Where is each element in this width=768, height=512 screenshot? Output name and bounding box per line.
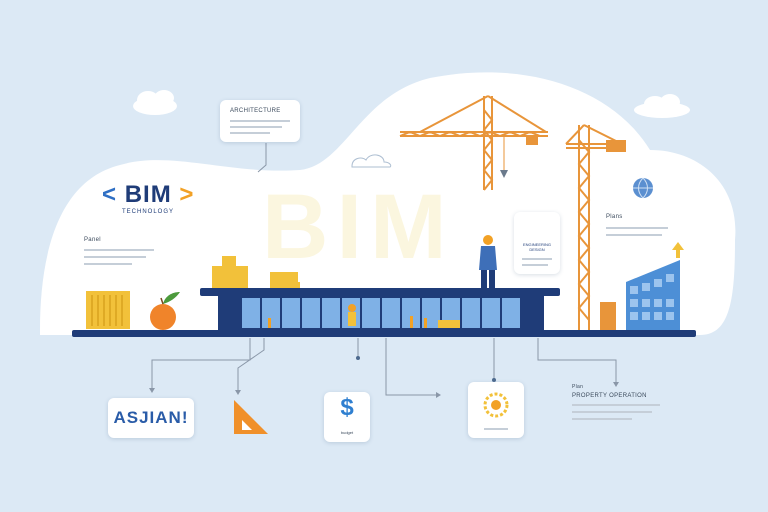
bottom-right-subtitle: PROPERTY OPERATION [572,393,647,399]
connector-lines [151,143,617,396]
architecture-callout-card: ARCHITECTURE [220,100,300,142]
engineering-design-title: ENGINEERING DESIGN [522,242,551,252]
placeholder-line [606,234,662,236]
placeholder-line [84,256,146,258]
placeholder-line [572,411,652,413]
cloud-icon [634,94,690,118]
stacked-boxes-icon [212,256,300,290]
crane-counterweight [526,136,538,145]
gear-network-icon [483,392,509,418]
connector-dots [356,356,496,382]
placeholder-line [572,404,660,406]
hook-icon [500,170,508,178]
placeholder-line [84,263,132,265]
placeholder-line [230,126,282,128]
triangle-ruler-cutout [242,420,252,430]
dollar-icon: $ [340,394,354,421]
logo-close-bracket: > [179,181,195,208]
asjian-card: ASJIAN! [108,398,194,438]
cloud-icon [133,90,177,115]
engineering-design-card: ENGINEERING DESIGN [514,212,560,274]
bim-watermark: BIM [262,176,455,278]
placeholder-line [572,418,632,420]
placeholder-line [230,120,290,122]
cloud-icon [351,154,392,168]
crane-icon [565,124,626,330]
apple-icon [150,292,180,330]
placeholder-line [606,227,668,229]
arrow-up-icon [672,242,684,258]
placeholder-line [84,249,154,251]
container-icon [86,291,130,329]
bim-logo: < BIM > [102,181,194,209]
interior-details [268,304,460,328]
dollar-card: $ budget [324,392,370,442]
arrowheads [149,382,619,398]
architecture-callout-title: ARCHITECTURE [230,108,281,114]
placeholder-line [522,264,548,266]
placeholder-line [522,258,552,260]
logo-subtitle: TECHNOLOGY [122,209,175,215]
crane-counterweight [606,140,626,152]
placeholder-line [230,132,270,134]
dollar-caption: budget [340,430,354,435]
left-info-heading: Panel [84,237,101,243]
right-info-heading: Plans [606,214,623,220]
bottom-right-title: Plan [572,384,584,390]
worker-icon [479,235,497,290]
triangle-ruler-icon [234,400,268,434]
globe-icon [633,177,653,199]
building-icon [626,260,680,330]
asjian-label: ASJIAN! [113,408,189,427]
logo-text: BIM [124,181,172,208]
crane-base-block [600,302,616,330]
crane-icon [399,95,548,191]
logo-open-bracket: < [102,181,118,208]
